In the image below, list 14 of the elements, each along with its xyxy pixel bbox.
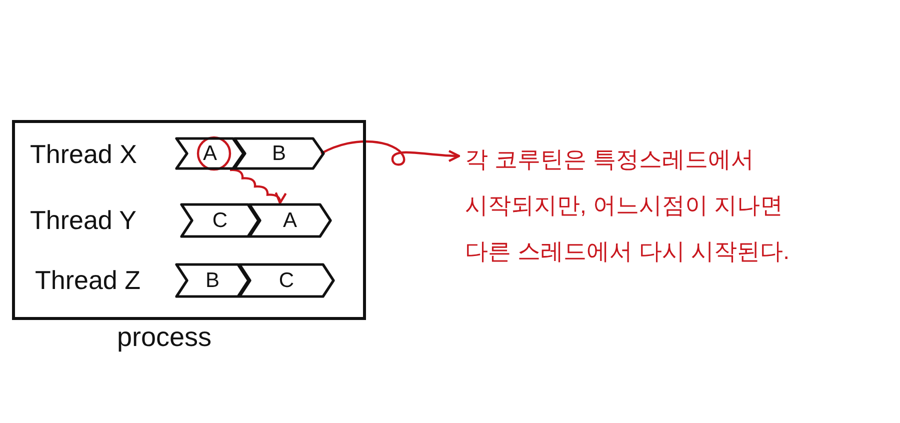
- process-box: [12, 120, 366, 355]
- chevron-segment: A: [175, 137, 245, 170]
- chevron-segment: B: [233, 137, 325, 170]
- thread-label: Thread Y: [30, 204, 136, 237]
- note-text: 각 코루틴은 특정스레드에서 시작되지만, 어느시점이 지나면 다른 스레드에서 다시 시작된다.: [465, 136, 815, 274]
- box-caption: process: [117, 322, 212, 353]
- thread-label: Thread Z: [35, 264, 140, 297]
- arrow: [230, 168, 286, 204]
- chevron-segment: C: [180, 203, 260, 238]
- chevron-segment: A: [248, 203, 332, 238]
- arrow: [320, 140, 460, 166]
- thread-label: Thread X: [30, 138, 137, 171]
- chevron-segment: C: [238, 263, 335, 298]
- chevron-segment: B: [175, 263, 250, 298]
